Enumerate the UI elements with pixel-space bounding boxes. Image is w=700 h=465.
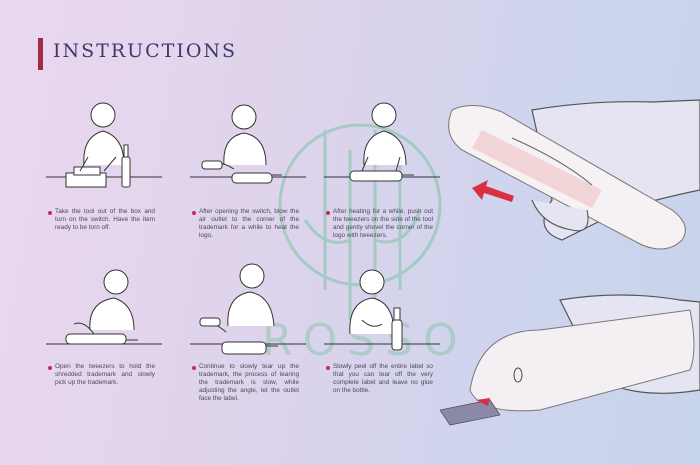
step-bullet xyxy=(48,211,52,215)
step-2-caption: After opening the switch, blow the air o… xyxy=(199,208,299,239)
page-title: INSTRUCTIONS xyxy=(53,40,238,62)
step-5: Continue to slowly tear up the trademark… xyxy=(188,260,306,410)
person-tearing-label-icon xyxy=(190,263,306,355)
step-2: After opening the switch, blow the air o… xyxy=(188,95,306,239)
step-bullet xyxy=(48,366,52,370)
tool-peeling-label-icon xyxy=(440,294,700,426)
step-1: Take the tool out of the box and turn on… xyxy=(44,95,162,231)
arrow-left-icon xyxy=(472,180,514,202)
person-tweezers-icon xyxy=(324,102,440,182)
step-4: Open the tweezers to hold the shredded t… xyxy=(44,260,162,410)
step-bullet xyxy=(326,211,330,215)
title-accent-bar xyxy=(38,38,43,70)
step-6: Slowly peel off the entire label so that… xyxy=(322,260,440,410)
step-3-caption: After heating for a while, push out the … xyxy=(333,208,433,239)
person-picking-label-icon xyxy=(46,269,162,345)
step-bullet xyxy=(326,366,330,370)
step-bullet xyxy=(192,211,196,215)
person-heating-bottle-icon xyxy=(190,104,306,184)
step-5-caption: Continue to slowly tear up the trademark… xyxy=(199,363,299,402)
step-4-caption: Open the tweezers to hold the shredded t… xyxy=(55,363,155,386)
person-peeling-label-icon xyxy=(324,269,440,351)
step-3: After heating for a while, push out the … xyxy=(322,95,440,239)
step-1-caption: Take the tool out of the box and turn on… xyxy=(55,208,155,231)
step-6-caption: Slowly peel off the entire label so that… xyxy=(333,363,433,394)
step-bullet xyxy=(192,366,196,370)
hand-holding-tool-icon xyxy=(448,99,700,250)
person-unboxing-icon xyxy=(46,102,162,188)
